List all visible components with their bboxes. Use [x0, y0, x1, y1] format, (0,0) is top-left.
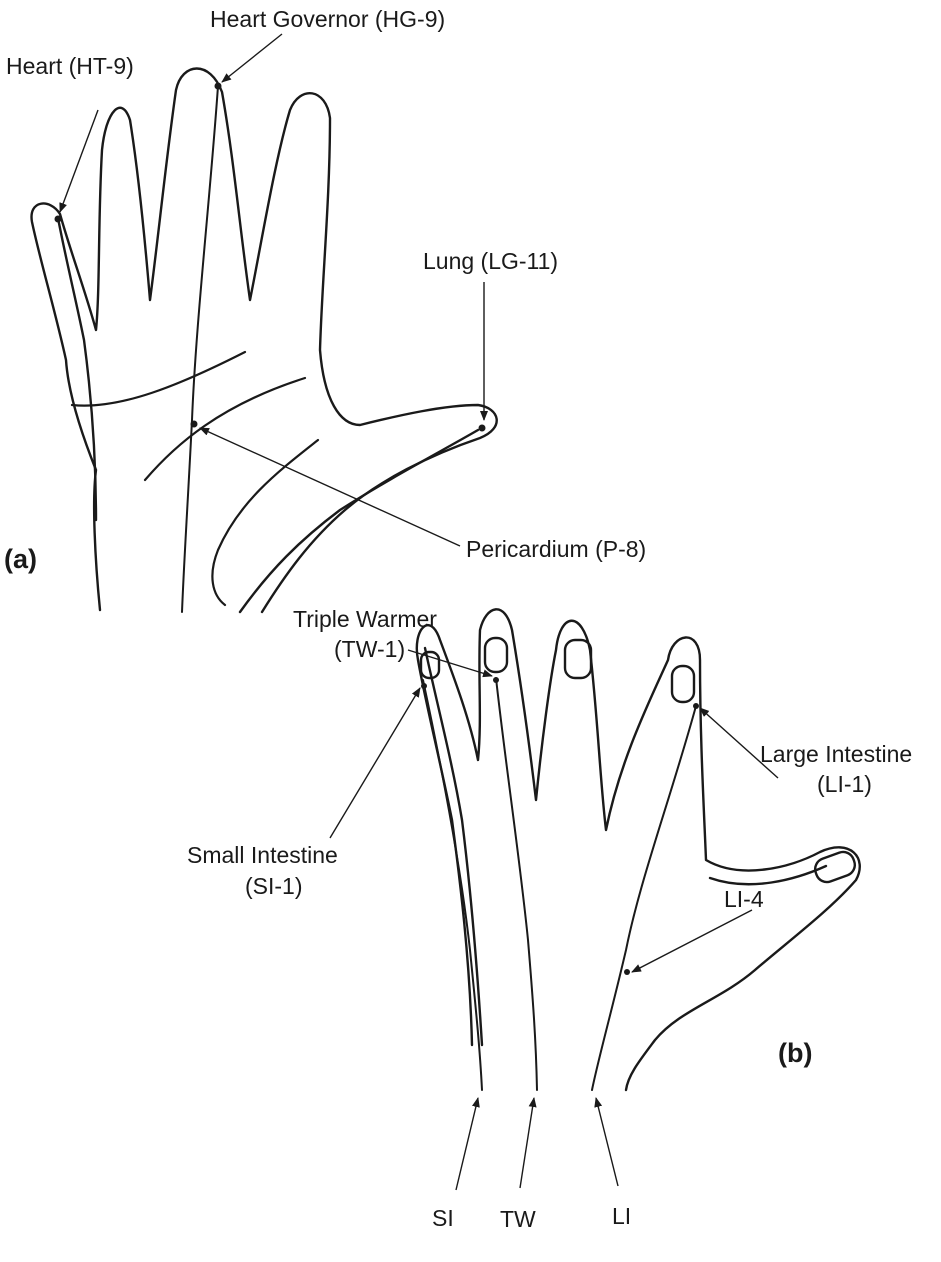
- si1-leader-arrow: [330, 688, 420, 838]
- triple-warmer-meridian: [496, 678, 537, 1090]
- palm-little-finger-inner-edge: [58, 218, 96, 520]
- si1-label-line2: (SI-1): [245, 873, 303, 899]
- li4-point: [624, 969, 630, 975]
- middle-finger-nail: [565, 640, 591, 678]
- tw-channel-label: TW: [500, 1206, 536, 1232]
- tw1-point: [493, 677, 499, 683]
- palm-thumb-inner-edge: [240, 430, 478, 612]
- li-channel-label: LI: [612, 1203, 631, 1229]
- li1-label-line2: (LI-1): [817, 771, 872, 797]
- heart-governor-meridian: [182, 86, 218, 612]
- panel-a-label: (a): [4, 544, 37, 574]
- li4-leader-arrow: [632, 910, 752, 972]
- li1-point: [693, 703, 699, 709]
- tw1-label-line1: Triple Warmer: [293, 606, 437, 632]
- palm-diagram: [32, 34, 497, 612]
- li1-label-line1: Large Intestine: [760, 741, 912, 767]
- panel-b-label: (b): [778, 1038, 812, 1068]
- hg9-leader-arrow: [222, 34, 282, 82]
- tw1-label-line2: (TW-1): [334, 636, 405, 662]
- dorsal-hand-outline: [417, 609, 860, 1090]
- p8-point: [191, 421, 198, 428]
- ring-finger-nail: [485, 638, 507, 672]
- si1-point: [421, 683, 427, 689]
- li4-label: LI-4: [724, 886, 764, 912]
- si1-label-line1: Small Intestine: [187, 842, 338, 868]
- tw-end-arrow: [520, 1098, 534, 1188]
- large-intestine-meridian: [592, 706, 696, 1090]
- hg9-point: [215, 83, 222, 90]
- p8-leader-arrow: [200, 428, 460, 546]
- hg9-label: Heart Governor (HG-9): [210, 6, 445, 32]
- lg11-label: Lung (LG-11): [423, 248, 558, 274]
- si-end-arrow: [456, 1098, 478, 1190]
- lg11-point: [479, 425, 486, 432]
- dorsal-diagram: [330, 609, 860, 1190]
- ht9-label: Heart (HT-9): [6, 53, 134, 79]
- thumb-nail: [812, 849, 858, 885]
- palm-heart-line: [72, 352, 245, 406]
- si-channel-label: SI: [432, 1205, 454, 1231]
- ht9-leader-arrow: [60, 110, 98, 212]
- p8-label: Pericardium (P-8): [466, 536, 646, 562]
- ht9-point: [55, 216, 62, 223]
- index-finger-nail: [672, 666, 694, 702]
- li-end-arrow: [596, 1098, 618, 1186]
